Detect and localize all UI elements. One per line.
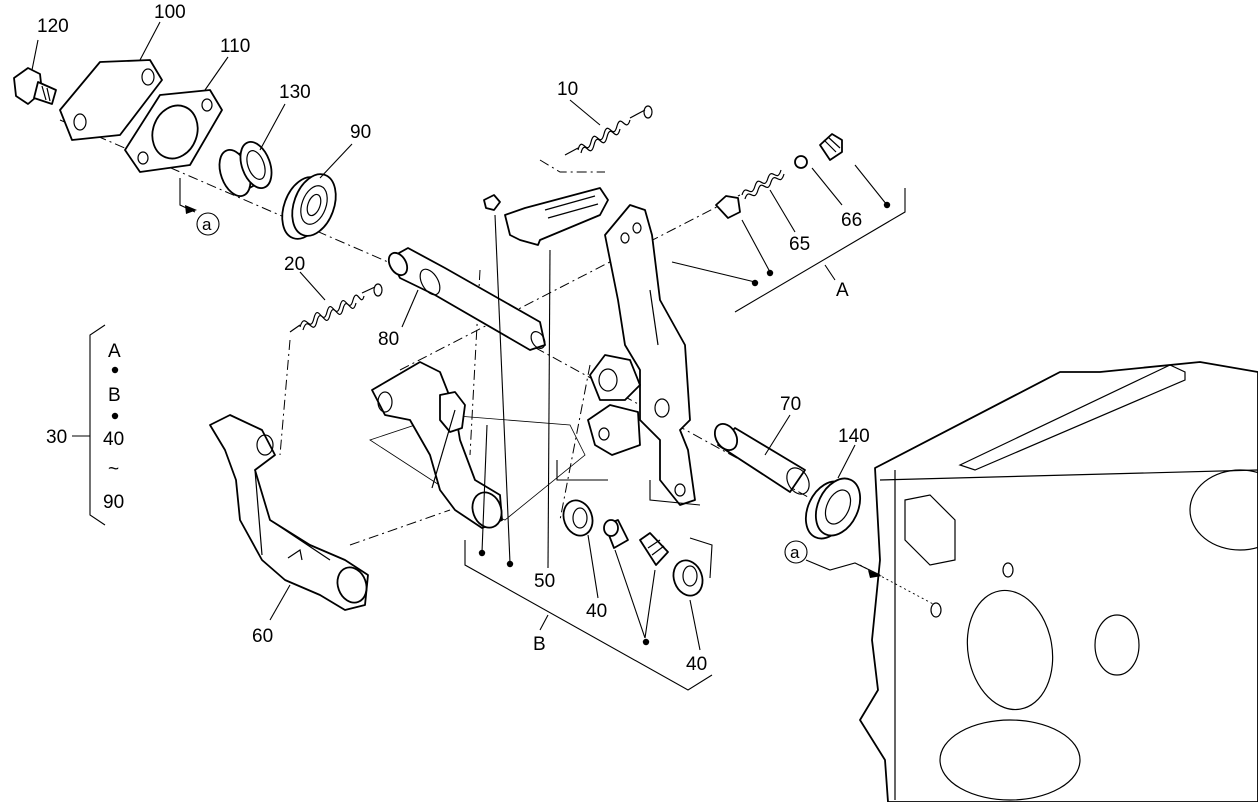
leader-lines [31, 21, 906, 691]
label-60: 60 [252, 626, 273, 647]
legend-30-label: 30 [46, 427, 67, 448]
center-lines [59, 119, 936, 606]
label-group-B: B [533, 634, 546, 655]
ref-marker-a-right: a [784, 540, 808, 564]
label-120: 120 [37, 16, 69, 37]
label-40-left: 40 [586, 601, 607, 622]
bullet-dots [111, 201, 891, 646]
legend-line-b: B [108, 385, 121, 406]
legend-tilde: ~ [108, 459, 119, 480]
part-120-bolt [13, 67, 57, 105]
label-40-right: 40 [686, 654, 707, 675]
part-labels: 120 100 110 130 90 10 65 66 20 80 70 140… [37, 2, 870, 675]
label-group-A: A [836, 280, 849, 301]
part-60-lever [209, 414, 369, 611]
label-10: 10 [557, 79, 578, 100]
label-80: 80 [378, 329, 399, 350]
part-65-detent-spring [715, 169, 785, 219]
label-130: 130 [279, 82, 311, 103]
part-lever-plate [587, 204, 696, 506]
legend-line-a: A [108, 341, 121, 362]
part-80-shaft [387, 247, 546, 351]
label-66: 66 [841, 210, 862, 231]
svg-text:a: a [202, 215, 212, 234]
part-20-spring [289, 283, 383, 333]
part-40-bushings [562, 499, 704, 597]
label-110: 110 [220, 36, 250, 57]
part-lever-assembly [369, 361, 586, 529]
label-20: 20 [284, 254, 305, 275]
part-90-bearing [281, 173, 337, 240]
legend-line-90: 90 [103, 492, 124, 513]
part-70-pin [713, 422, 810, 495]
part-50-bracket [483, 187, 609, 246]
legend-30: 30 A B 40 ~ 90 [46, 324, 124, 526]
part-66-ball [794, 155, 808, 169]
part-100-cover-plate [59, 59, 163, 141]
part-140-bearing [804, 477, 862, 540]
part-10-spring [564, 105, 653, 156]
label-70: 70 [780, 394, 801, 415]
legend-line-40: 40 [103, 429, 124, 450]
label-140: 140 [838, 426, 870, 447]
label-50: 50 [534, 571, 555, 592]
set-screw [819, 133, 843, 161]
label-100: 100 [154, 2, 186, 23]
part-130-bushing [218, 141, 273, 197]
ref-marker-a-left: a [196, 212, 220, 236]
engine-block [859, 361, 1258, 802]
label-90: 90 [350, 122, 371, 143]
label-65: 65 [789, 234, 810, 255]
part-110-gasket [124, 89, 223, 173]
svg-text:a: a [790, 543, 800, 562]
